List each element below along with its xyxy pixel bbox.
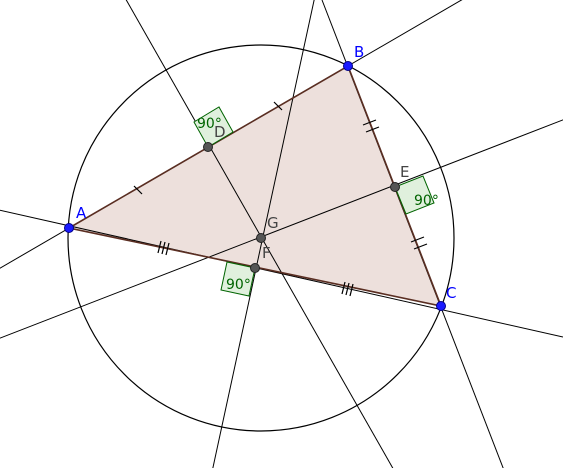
label-b: B bbox=[354, 43, 364, 61]
tick-bc-2b bbox=[413, 243, 428, 250]
point-d[interactable] bbox=[203, 142, 213, 152]
tick-ac-1b bbox=[161, 241, 166, 255]
perpendicular-bisector-bc bbox=[0, 119, 563, 339]
angle-label-d: 90° bbox=[197, 116, 222, 132]
label-d: D bbox=[214, 123, 226, 141]
point-b[interactable] bbox=[343, 61, 353, 71]
tick-ab-1 bbox=[133, 185, 143, 195]
point-e[interactable] bbox=[390, 182, 400, 192]
angle-label-f: 90° bbox=[226, 277, 251, 293]
tick-ab-2 bbox=[273, 101, 283, 111]
label-c: C bbox=[446, 284, 456, 302]
point-f[interactable] bbox=[250, 263, 260, 273]
label-a: A bbox=[76, 204, 87, 222]
point-g[interactable] bbox=[256, 233, 266, 243]
tick-ac-2b bbox=[345, 282, 350, 296]
tick-ac-1a bbox=[157, 240, 162, 254]
triangle-abc bbox=[69, 66, 441, 306]
line-ac-extended bbox=[0, 209, 563, 338]
angle-label-e: 90° bbox=[414, 193, 439, 209]
tick-ac-2c bbox=[349, 283, 354, 297]
tick-ac-2a bbox=[341, 281, 346, 295]
tick-bc-1b bbox=[365, 126, 380, 133]
label-f: F bbox=[262, 244, 271, 262]
right-angle-marker-f bbox=[220, 261, 256, 297]
right-angle-marker-e bbox=[394, 175, 435, 215]
point-c[interactable] bbox=[436, 301, 446, 311]
tick-bc-1a bbox=[362, 119, 377, 126]
label-g: G bbox=[267, 214, 279, 232]
circumcircle bbox=[67, 44, 455, 432]
right-angle-marker-d bbox=[193, 106, 234, 148]
tick-bc-2a bbox=[410, 236, 425, 243]
point-a[interactable] bbox=[64, 223, 74, 233]
tick-ac-1c bbox=[165, 242, 170, 256]
label-e: E bbox=[400, 163, 409, 181]
